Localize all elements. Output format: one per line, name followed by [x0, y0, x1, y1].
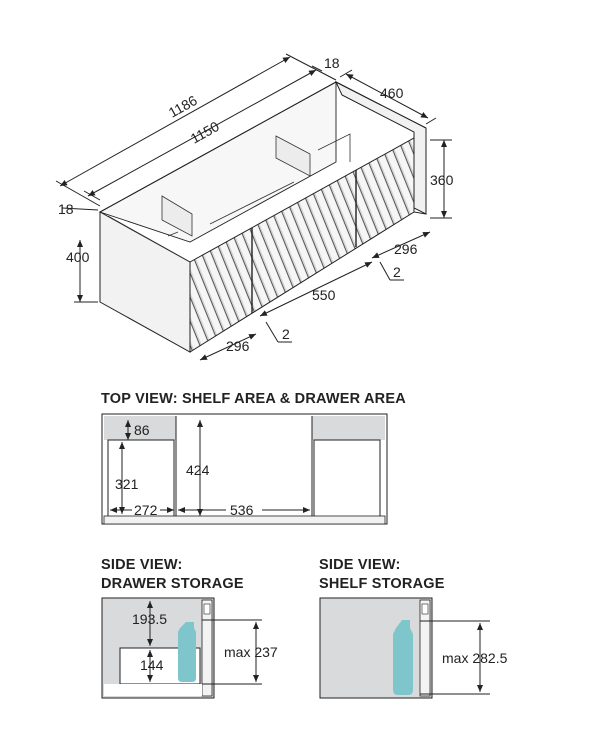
bottle-drawer [178, 622, 196, 682]
dim-side-drawer-left: 296 [226, 338, 250, 354]
top-view-right-backpanel [312, 416, 385, 440]
dim-272: 272 [134, 502, 158, 518]
iso-dimension-lines [55, 53, 452, 361]
dim-gap-left: 2 [282, 326, 290, 342]
dim-height: 400 [66, 249, 90, 265]
side-drawer-view [101, 597, 262, 699]
top-view-left-backpanel [104, 416, 176, 440]
side-shelf-view [319, 597, 490, 699]
dim-total-width: 1186 [166, 92, 200, 121]
dim-max-237: max 237 [224, 644, 278, 660]
dim-end-panel-top: 18 [324, 55, 340, 71]
side-drawer-heading-1: SIDE VIEW: [101, 557, 183, 573]
dim-86: 86 [134, 422, 150, 438]
top-view-plan [101, 413, 388, 525]
dim-321: 321 [115, 476, 139, 492]
dim-max-282-5: max 282.5 [442, 650, 508, 666]
top-view-right-drawer [313, 439, 381, 519]
dim-end-panel-left: 18 [58, 201, 74, 217]
dim-424: 424 [186, 462, 210, 478]
side-shelf-heading-1: SIDE VIEW: [319, 557, 401, 573]
dim-inner-width: 1150 [188, 118, 222, 147]
side-drawer-heading-2: DRAWER STORAGE [101, 576, 244, 592]
top-view-heading: TOP VIEW: SHELF AREA & DRAWER AREA [101, 391, 406, 407]
partition-left [161, 195, 193, 237]
side-shelf-heading-2: SHELF STORAGE [319, 576, 445, 592]
dim-side-drawer-right: 296 [394, 241, 418, 257]
bottle-shelf [393, 620, 413, 695]
dim-193-5: 193.5 [132, 611, 167, 627]
dim-inner-height: 360 [430, 172, 454, 188]
dim-536: 536 [230, 502, 254, 518]
dim-144: 144 [140, 657, 164, 673]
dim-center-drawer: 550 [312, 287, 336, 303]
dim-depth: 460 [380, 85, 404, 101]
dim-gap-right: 2 [393, 264, 401, 280]
isometric-cabinet [98, 80, 427, 353]
